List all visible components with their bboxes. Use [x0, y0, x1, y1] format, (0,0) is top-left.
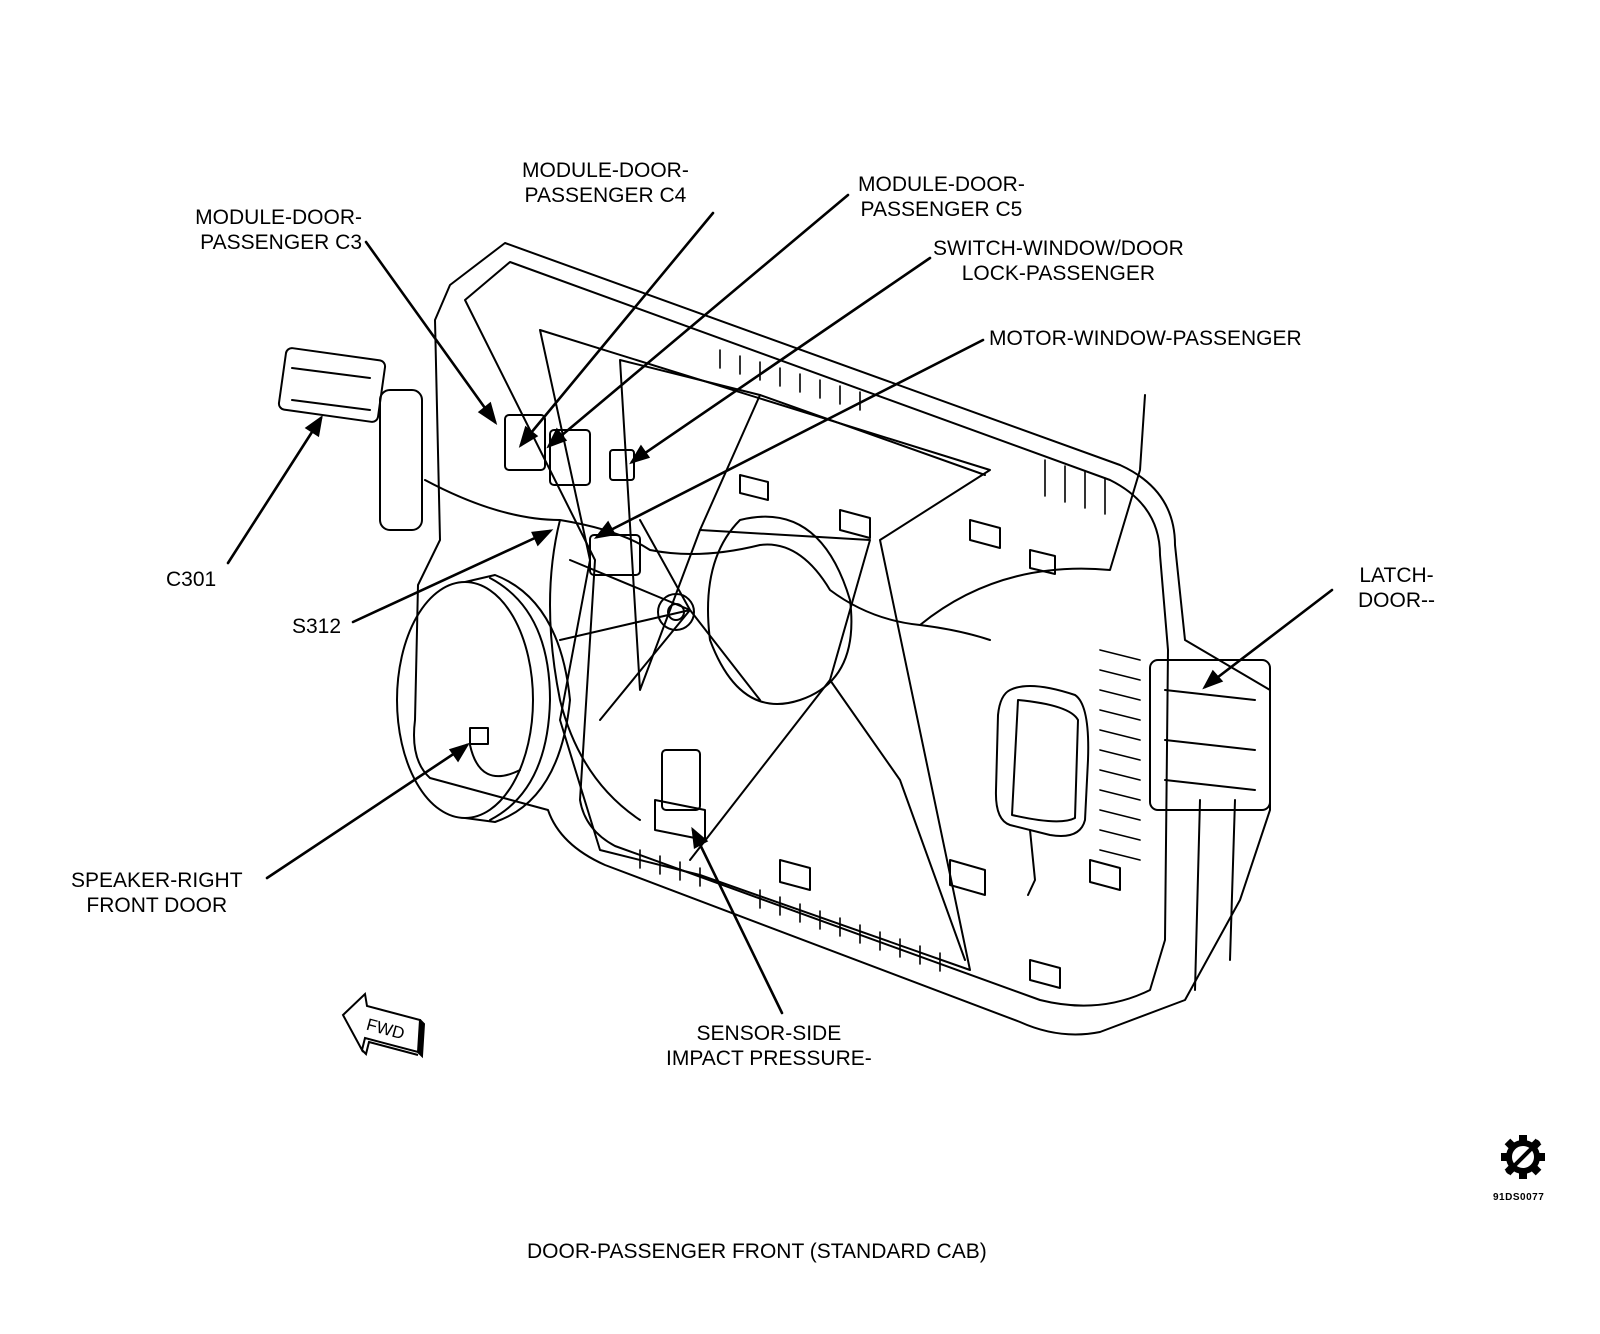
leader-c301: [226, 415, 323, 565]
door-panel-inner-edge: [464, 261, 1169, 1007]
document-id: 91DS0077: [1493, 1192, 1545, 1203]
latch-housing: [1149, 659, 1271, 811]
leader-sensor: [691, 826, 784, 1015]
regulator-frame: [539, 329, 991, 971]
label-module-door-passenger-c5: MODULE-DOOR-PASSENGER C5: [858, 173, 1025, 221]
speaker-body: [396, 581, 534, 819]
label-s312: S312: [292, 615, 342, 638]
leader-module-c4: [518, 211, 715, 448]
label-motor-window-passenger: MOTOR-WINDOW-PASSENGER: [989, 327, 1302, 350]
leader-latch-door: [1202, 588, 1334, 690]
door-panel-outline: [413, 242, 1271, 1036]
sensor-body: [661, 749, 701, 811]
access-hole: [994, 685, 1090, 837]
center-opening: [707, 515, 853, 705]
leader-s312: [351, 529, 554, 624]
leader-module-c5: [546, 193, 850, 449]
label-module-door-passenger-c4: MODULE-DOOR-PASSENGER C4: [522, 159, 689, 207]
fwd-arrow: [341, 991, 426, 1059]
label-latch-door: LATCH-DOOR--: [1358, 564, 1435, 612]
leader-speaker: [265, 742, 470, 880]
leader-motor-window: [593, 338, 985, 539]
leader-module-c3: [364, 240, 498, 426]
wire-harness: [424, 394, 1146, 821]
figure-caption: DOOR-PASSENGER FRONT (STANDARD CAB): [527, 1240, 987, 1263]
gear-icon: [1501, 1135, 1545, 1179]
label-module-door-passenger-c3: MODULE-DOOR-PASSENGER C3: [195, 206, 362, 254]
leader-switch-window: [629, 256, 932, 465]
c301-connector: [277, 347, 387, 423]
label-c301: C301: [166, 568, 217, 591]
